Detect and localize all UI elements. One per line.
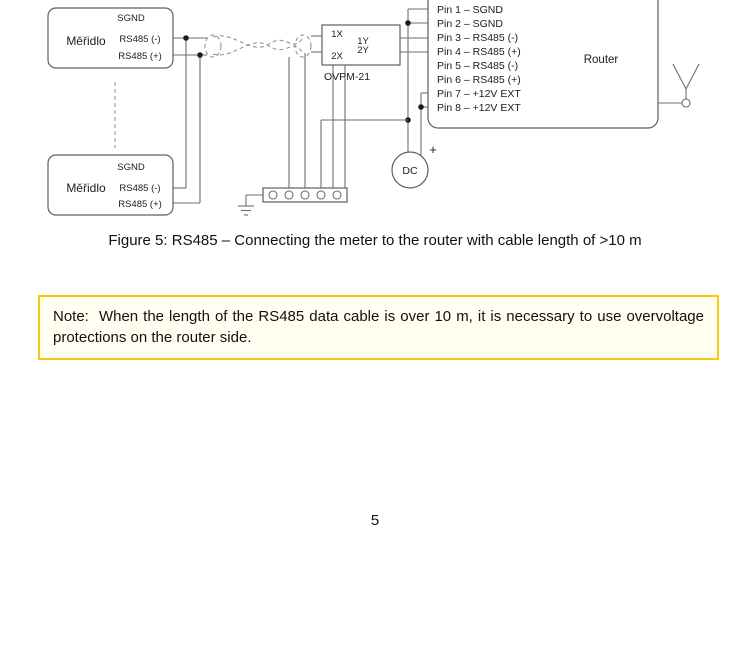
router-pin-3: Pin 3 – RS485 (-): [437, 32, 518, 44]
note-box: Note: When the length of the RS485 data …: [38, 295, 719, 360]
meter-bottom: Měřidlo SGND RS485 (-) RS485 (+): [47, 154, 174, 216]
meter-bottom-pin-sgnd: SGND: [117, 162, 145, 173]
router-box: Pin 1 – SGND Pin 2 – SGND Pin 3 – RS485 …: [427, 0, 659, 129]
router-pin-2: Pin 2 – SGND: [437, 18, 503, 30]
meter-top: Měřidlo SGND RS485 (-) RS485 (+): [47, 7, 174, 69]
dc-plus-sign: +: [429, 142, 437, 157]
meter-top-label: Měřidlo: [66, 34, 106, 48]
dc-label: DC: [402, 165, 418, 177]
note-label: Note:: [53, 308, 89, 325]
antenna-icon: [658, 63, 700, 108]
router-label: Router: [584, 54, 619, 66]
router-rect: [427, 0, 659, 129]
wiring-diagram: Měřidlo SGND RS485 (-) RS485 (+) Měřidlo…: [47, 0, 700, 216]
wire-lines: [114, 8, 428, 206]
note-text: When the length of the RS485 data cable …: [53, 308, 704, 347]
ovpm-label: OVPM-21: [324, 71, 370, 83]
router-pin-5: Pin 5 – RS485 (-): [437, 60, 518, 72]
ovpm-rect: [321, 24, 401, 66]
router-pin-7: Pin 7 – +12V EXT: [437, 88, 521, 100]
ground-terminal-bar: [262, 187, 348, 203]
ovpm-box: 1X 1Y 2X 2Y OVPM-21: [321, 24, 401, 83]
meter-bottom-pin-rs485-plus: RS485 (+): [118, 199, 162, 210]
meter-top-pin-rs485-plus: RS485 (+): [118, 51, 162, 62]
meter-bottom-label: Měřidlo: [66, 181, 106, 195]
router-pin-1: Pin 1 – SGND: [437, 4, 503, 16]
meter-top-box: [47, 7, 174, 69]
ground-symbol-icon: [238, 205, 254, 216]
twisted-pair-cable-icon: [204, 34, 312, 58]
router-pin-4: Pin 4 – RS485 (+): [437, 46, 521, 58]
dc-circle: [391, 151, 429, 189]
ovpm-terminal-2x: 2X: [331, 51, 343, 62]
meter-bottom-box: [47, 154, 174, 216]
router-pin-6: Pin 6 – RS485 (+): [437, 74, 521, 86]
meter-top-pin-rs485-minus: RS485 (-): [119, 34, 160, 45]
meter-bottom-pin-rs485-minus: RS485 (-): [119, 183, 160, 194]
ovpm-terminal-1y: 1Y: [357, 36, 369, 47]
router-pin-8: Pin 8 – +12V EXT: [437, 102, 521, 114]
ovpm-terminal-1x: 1X: [331, 29, 343, 40]
figure-caption: Figure 5: RS485 – Connecting the meter t…: [108, 232, 642, 249]
meter-top-pin-sgnd: SGND: [117, 13, 145, 24]
ovpm-terminal-2y: 2Y: [357, 45, 369, 56]
page-number: 5: [370, 512, 380, 529]
dc-supply: DC +: [391, 142, 437, 189]
